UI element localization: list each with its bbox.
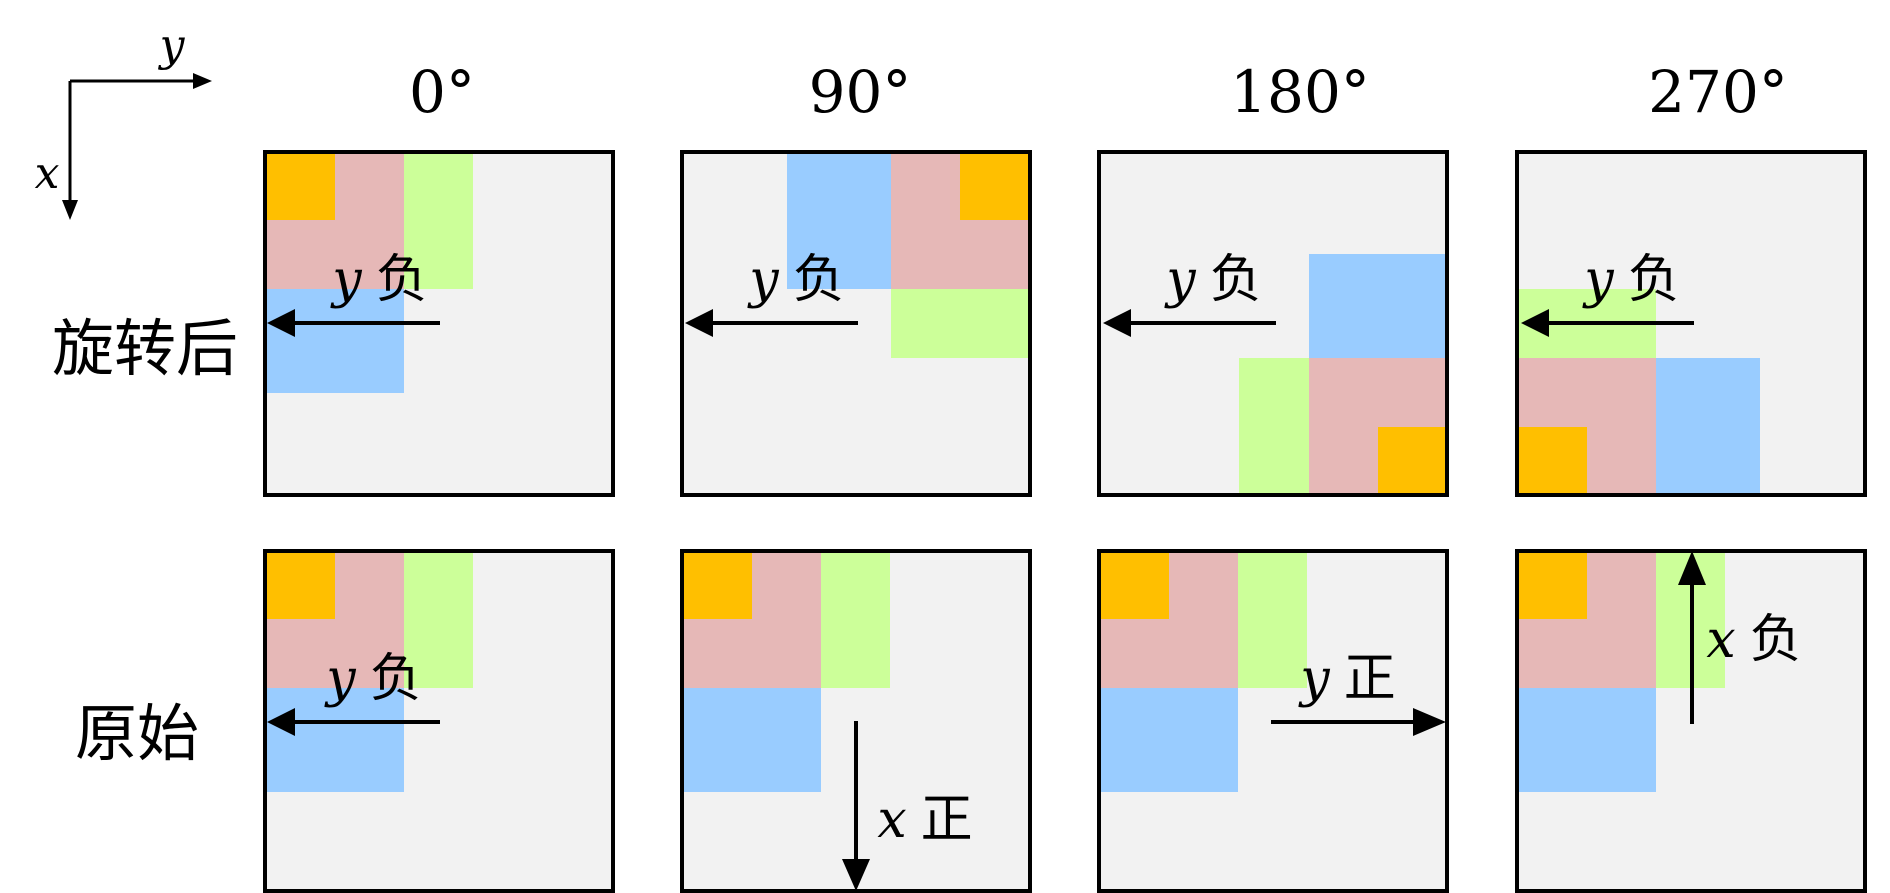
green-block — [891, 289, 1030, 358]
column-header-180: 180° — [1230, 58, 1370, 126]
green-block — [404, 152, 473, 289]
orange-block — [1517, 427, 1587, 495]
orange-block — [960, 152, 1030, 220]
panel-border — [680, 150, 1032, 497]
axis-indicator: y x — [35, 20, 212, 220]
column-header-0: 0° — [409, 58, 475, 126]
column-headers: 0° 90° 180° 270° — [409, 58, 1788, 126]
direction-arrowhead — [267, 309, 295, 337]
row-label-rotated: 旋转后 — [52, 312, 238, 385]
orange-block — [265, 551, 335, 619]
panel-border — [263, 150, 615, 497]
orange-block — [1099, 551, 1169, 619]
green-block — [1238, 551, 1307, 688]
blue-block — [787, 152, 891, 289]
direction-arrowhead — [842, 859, 870, 891]
direction-arrowhead — [685, 309, 713, 337]
blue-block — [1309, 254, 1447, 358]
panel-border — [263, 549, 615, 893]
orange-block — [1378, 427, 1447, 495]
direction-arrowhead — [1413, 708, 1446, 736]
orange-block — [265, 152, 335, 220]
panel-border — [1097, 150, 1449, 497]
column-header-270: 270° — [1648, 58, 1788, 126]
y-axis-arrowhead — [193, 73, 212, 89]
orange-block — [1517, 551, 1587, 619]
direction-arrowhead — [267, 708, 295, 736]
blue-block — [1517, 688, 1656, 792]
direction-arrowhead — [1678, 551, 1706, 585]
blue-block — [265, 289, 404, 393]
green-block — [1239, 358, 1309, 495]
orange-block — [682, 551, 752, 619]
blue-block — [265, 688, 404, 792]
panel-border — [1515, 150, 1867, 497]
y-axis-label: y — [158, 20, 186, 71]
blue-block — [682, 688, 821, 792]
blue-block — [1099, 688, 1238, 792]
x-axis-label: x — [35, 148, 60, 199]
green-block — [821, 551, 890, 688]
row-label-original: 原始 — [75, 697, 199, 770]
direction-arrowhead — [1103, 309, 1131, 337]
column-header-90: 90° — [809, 58, 912, 126]
panel-border — [1515, 549, 1867, 893]
green-block — [404, 551, 473, 688]
direction-arrowhead — [1521, 309, 1549, 337]
blue-block — [1656, 358, 1760, 495]
x-axis-arrowhead — [62, 200, 78, 220]
panel-border — [1097, 549, 1449, 893]
